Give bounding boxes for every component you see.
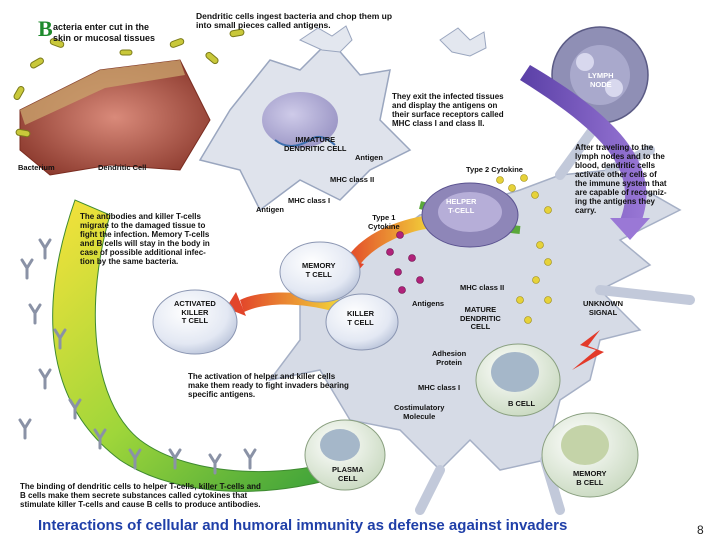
slide-caption: Interactions of cellular and humoral imm… xyxy=(38,517,568,534)
label-mhc2-1: MHC class II xyxy=(330,175,375,184)
label-unknown-signal: UNKNOWN SIGNAL xyxy=(583,299,623,317)
label-bacterium: Bacterium xyxy=(18,163,55,172)
activation-text: The activation of helper and killer cell… xyxy=(188,372,349,399)
intro-text: acteria enter cut in the skin or mucosal… xyxy=(53,22,156,43)
small-dendritic-cell-1 xyxy=(298,25,353,53)
label-memory-t-cell: MEMORY T CELL xyxy=(302,261,336,279)
helper-to-memory-arrow xyxy=(345,215,432,268)
label-killer-t-cell: KILLER T CELL xyxy=(347,309,375,327)
label-lymph-node: LYMPH NODE xyxy=(588,71,614,89)
bacteria-group xyxy=(13,28,245,138)
label-antigen-2: Antigen xyxy=(256,205,284,214)
binding-text: The binding of dendritic cells to helper… xyxy=(20,482,261,509)
label-costimulatory-molecule: Costimulatory Molecule xyxy=(394,403,445,421)
label-type1-cytokine: Type 1 Cytokine xyxy=(368,213,400,231)
label-b-cell: B CELL xyxy=(508,399,536,408)
plasma-cell xyxy=(304,419,386,491)
b-cell xyxy=(475,343,561,417)
label-antigen-1: Antigen xyxy=(355,153,383,162)
travel-text: After traveling to the lymph nodes and t… xyxy=(575,143,667,215)
unknown-signal-bolt xyxy=(572,330,604,370)
antibodies-text: The antibodies and killer T-cells migrat… xyxy=(80,212,210,266)
label-type2-cytokine: Type 2 Cytokine xyxy=(466,165,523,174)
type1-cytokines xyxy=(386,231,424,294)
label-dendritic-cell: Dendritic Cell xyxy=(98,163,147,172)
small-dendritic-cell-2 xyxy=(439,27,487,57)
label-mhc1-2: MHC class I xyxy=(418,383,461,392)
memory-t-cell xyxy=(279,241,361,303)
label-activated-killer: ACTIVATED KILLER T CELL xyxy=(174,299,216,325)
label-plasma-cell: PLASMA CELL xyxy=(332,465,364,483)
page-number: 8 xyxy=(697,523,704,537)
ingest-text: Dendritic cells ingest bacteria and chop… xyxy=(196,11,393,30)
label-mhc2-2: MHC class II xyxy=(460,283,505,292)
antibodies xyxy=(18,238,257,475)
intro-initial: B xyxy=(38,16,53,41)
immature-dc-nucleus xyxy=(262,92,338,148)
label-mhc1-1: MHC class I xyxy=(288,196,331,205)
type2-cytokines xyxy=(496,174,552,324)
maturation-arrow xyxy=(520,65,647,225)
label-adhesion-protein: Adhesion Protein xyxy=(432,349,467,367)
label-mature-dc: MATURE DENDRITIC CELL xyxy=(460,305,501,331)
label-memory-b-cell: MEMORY B CELL xyxy=(573,469,607,487)
label-antigens: Antigens xyxy=(412,299,445,308)
label-immature-dc: IMMATURE DENDRITIC CELL xyxy=(284,135,347,153)
exit-text: They exit the infected tissues and displ… xyxy=(392,92,504,128)
killer-t-cell xyxy=(325,293,399,351)
activated-killer-t-cell xyxy=(152,289,238,355)
helper-t-cell xyxy=(421,182,519,248)
memory-b-cell xyxy=(541,412,639,498)
label-helper-t-cell: HELPER T-CELL xyxy=(446,197,477,215)
